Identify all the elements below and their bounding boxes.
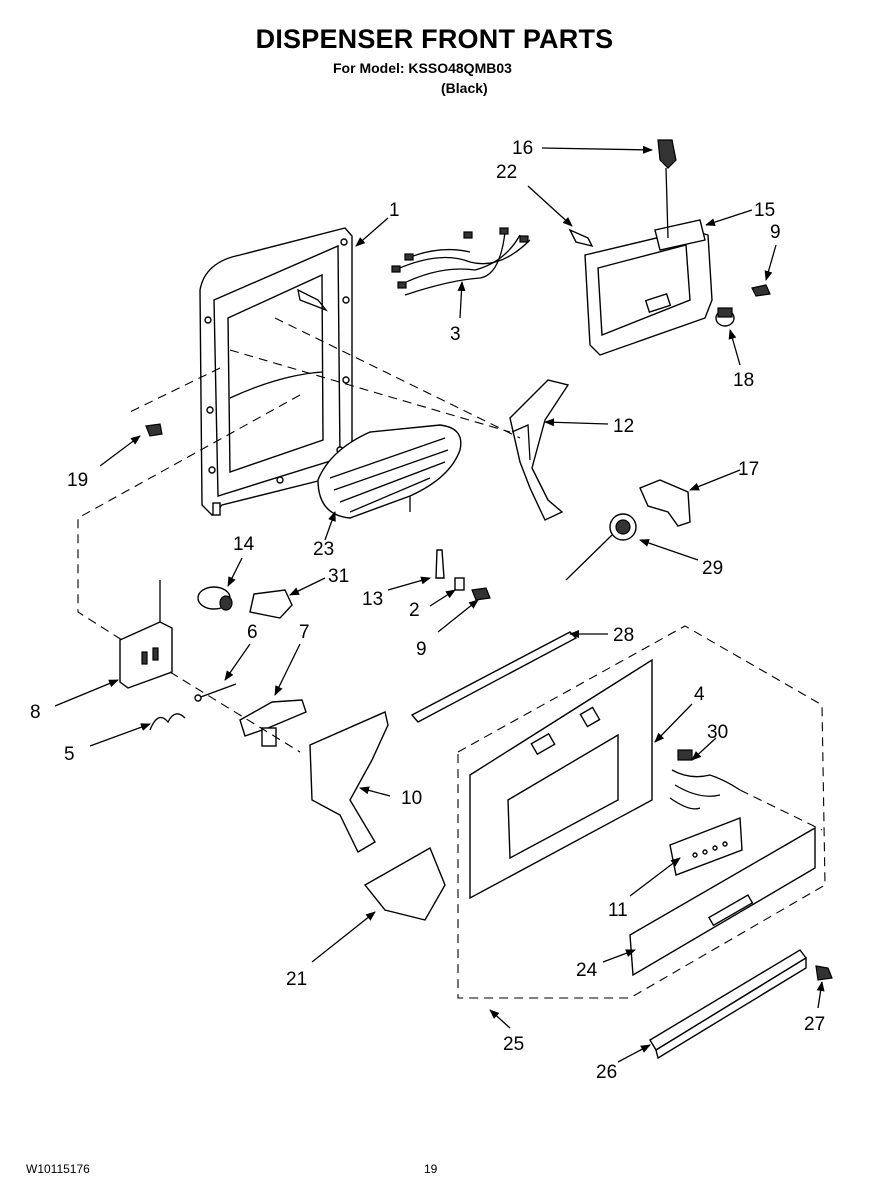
assembly-25-outline	[457, 625, 826, 999]
part-27-screw	[815, 965, 833, 981]
callout-28: 28	[613, 625, 634, 646]
callout-9-mid: 9	[416, 639, 427, 660]
callout-10: 10	[401, 788, 422, 809]
callout-6: 6	[247, 622, 258, 643]
callout-18: 18	[733, 370, 754, 391]
part-31-cover	[249, 589, 293, 619]
part-18-light	[715, 307, 735, 327]
model-line: For Model: KSSO48QMB03	[333, 60, 512, 76]
part-23-drip-tray	[317, 424, 462, 519]
callout-22: 22	[496, 162, 517, 183]
callout-labels: 1 2 3 4 5 6 7 8 9 9 10 11 12 13 14 15 16…	[30, 138, 825, 1083]
part-9-screw-mid	[471, 587, 491, 601]
callout-25: 25	[503, 1034, 524, 1055]
leader-arrows	[54, 145, 825, 1063]
part-19-screw	[145, 423, 163, 437]
callout-12: 12	[613, 416, 634, 437]
part-26-lower-trim	[649, 949, 808, 1060]
connection-lines	[77, 317, 823, 831]
part-28-trim	[410, 631, 578, 723]
part-30-harness	[669, 749, 741, 810]
callout-3: 3	[450, 324, 461, 345]
part-16-switch	[657, 139, 677, 239]
callout-23: 23	[313, 539, 334, 560]
page-number: 19	[424, 1162, 438, 1176]
part-11-board	[669, 817, 743, 876]
part-5-spring	[149, 713, 186, 731]
part-22-plug	[568, 228, 594, 248]
part-3-wire-harness	[391, 227, 531, 296]
callout-5: 5	[64, 744, 75, 765]
callout-21: 21	[286, 969, 307, 990]
part-7-actuator	[239, 699, 307, 747]
callout-2: 2	[409, 600, 420, 621]
callout-30: 30	[707, 722, 728, 743]
part-8-module	[119, 580, 173, 689]
color-line: (Black)	[441, 80, 488, 96]
callout-8: 8	[30, 702, 41, 723]
callout-29: 29	[702, 558, 723, 579]
callout-13: 13	[362, 589, 383, 610]
callout-16: 16	[512, 138, 533, 159]
callout-4: 4	[694, 684, 705, 705]
callout-1: 1	[389, 200, 400, 221]
callout-19: 19	[67, 470, 88, 491]
part-13-clip	[435, 549, 445, 579]
document-id: W10115176	[26, 1162, 90, 1176]
callout-24: 24	[576, 960, 598, 981]
callout-27: 27	[804, 1014, 825, 1035]
callout-11: 11	[608, 900, 628, 921]
part-2-spacer	[454, 577, 465, 591]
part-17-bracket	[639, 479, 691, 527]
callout-7: 7	[299, 622, 310, 643]
part-12-lever	[509, 379, 570, 521]
part-15-bracket	[584, 219, 713, 356]
part-29-switch	[565, 513, 637, 581]
callout-15: 15	[754, 200, 775, 221]
part-14-solenoid	[197, 586, 233, 611]
page-title: DISPENSER FRONT PARTS	[255, 24, 614, 54]
part-21-cup	[363, 846, 446, 921]
part-24-overlay	[629, 826, 816, 977]
part-10-lever	[309, 711, 389, 853]
callout-26: 26	[596, 1062, 617, 1083]
callout-14: 14	[233, 534, 255, 555]
callout-9-top: 9	[770, 222, 781, 243]
part-4-front-panel	[469, 658, 653, 900]
callout-31: 31	[328, 566, 349, 587]
part-6-rod	[194, 683, 237, 702]
part-9-screw-top	[751, 284, 771, 297]
callout-17: 17	[738, 459, 759, 480]
